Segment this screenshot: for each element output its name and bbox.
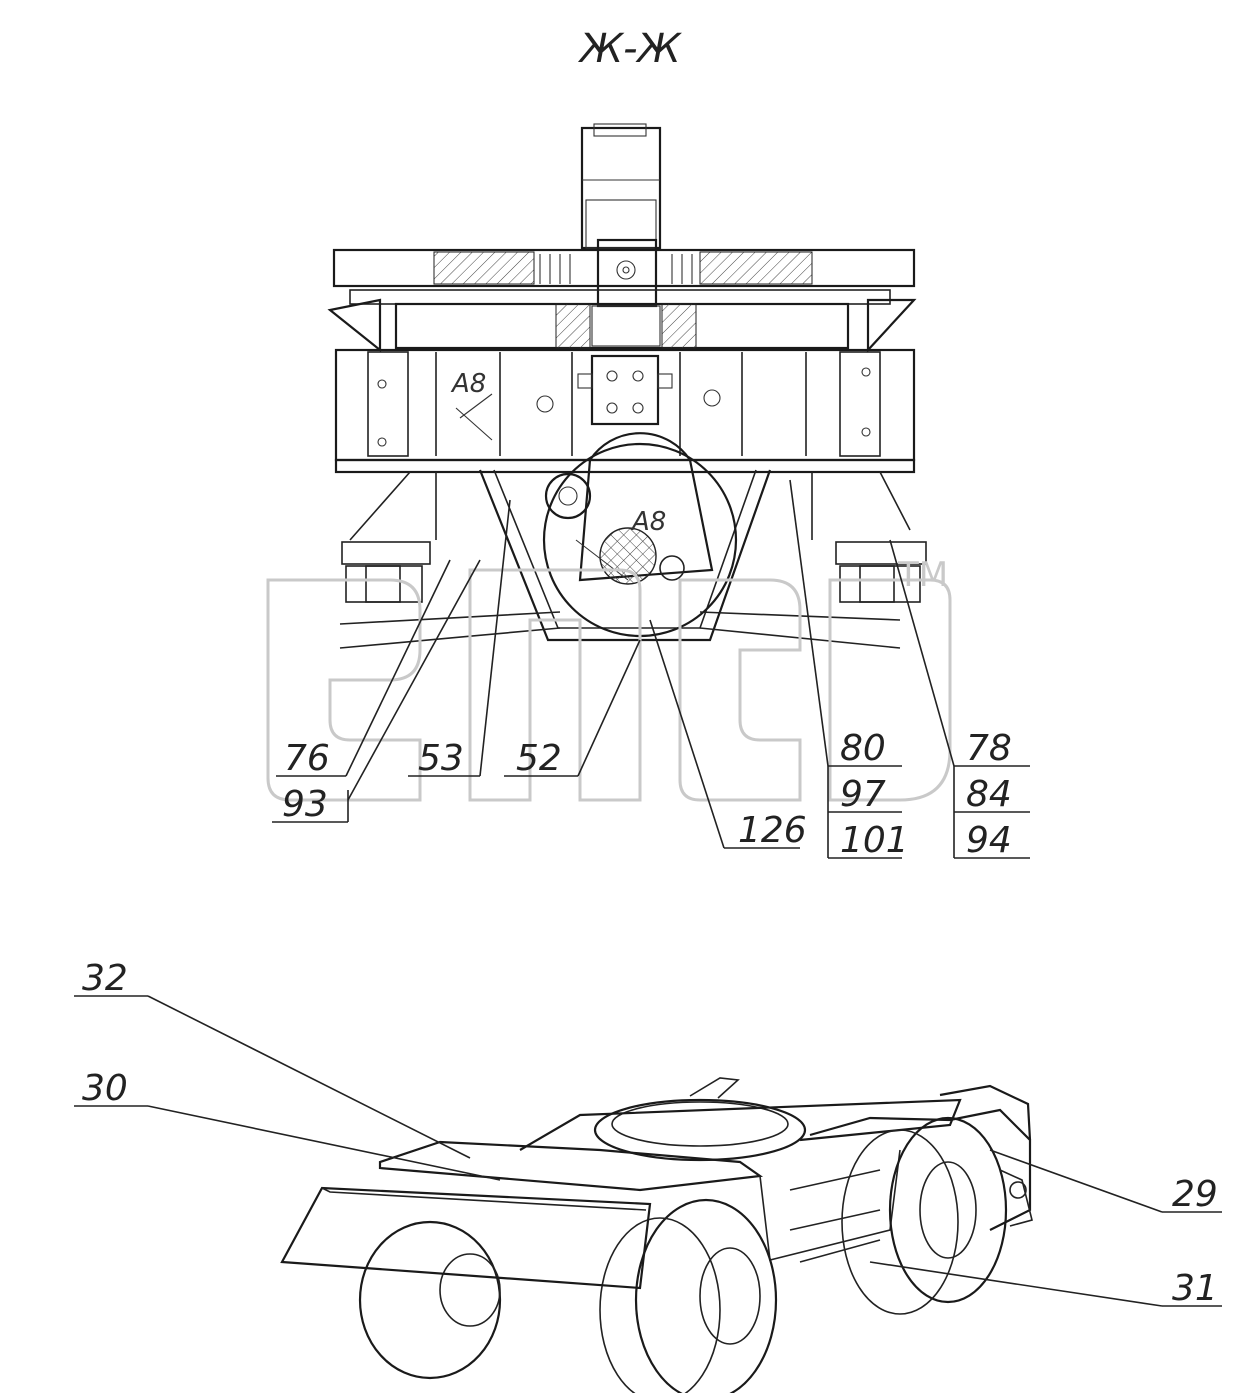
callout-53: 53: [418, 738, 464, 779]
leaders-iso: [74, 995, 1222, 1307]
callout-80: 80: [840, 728, 886, 769]
callout-94: 94: [966, 820, 1012, 861]
callout-126: 126: [738, 810, 807, 851]
section-view: A8 A8: [327, 123, 927, 649]
callout-32: 32: [82, 958, 128, 999]
weld-mark-left: A8: [450, 369, 486, 399]
isometric-view: [280, 1077, 1033, 1393]
section-title: Ж-Ж: [577, 26, 683, 72]
callout-31: 31: [1172, 1268, 1218, 1309]
trademark-sign: TM: [897, 555, 948, 595]
watermark: TM: [266, 555, 952, 802]
callout-30: 30: [82, 1068, 128, 1109]
callout-101: 101: [840, 820, 909, 861]
callout-52: 52: [516, 738, 562, 779]
callout-84: 84: [966, 774, 1012, 815]
leaders-section: [272, 479, 1030, 859]
callout-78: 78: [966, 728, 1012, 769]
callout-93: 93: [282, 784, 328, 825]
callout-76: 76: [284, 738, 330, 779]
weld-mark-center: A8: [630, 507, 666, 537]
callout-29: 29: [1172, 1174, 1218, 1215]
callout-97: 97: [840, 774, 886, 815]
